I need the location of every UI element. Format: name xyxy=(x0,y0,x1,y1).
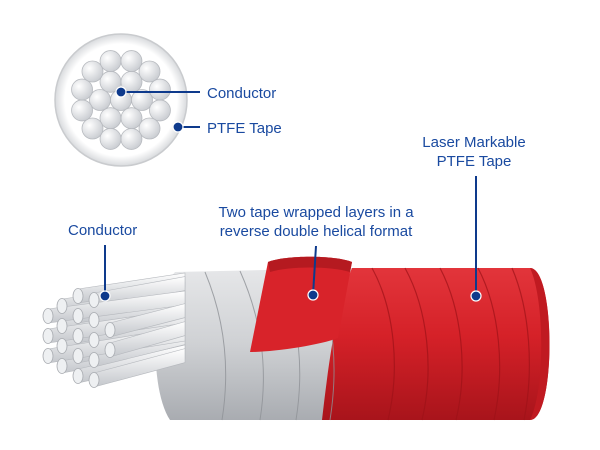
jacket-end-cap xyxy=(530,268,550,420)
red-tape-flap xyxy=(250,256,352,352)
conductor-wire-end xyxy=(56,298,68,314)
cross-section-strand xyxy=(99,50,122,72)
conductor-wire-end xyxy=(56,338,68,354)
leader-wrap xyxy=(312,245,317,296)
leader-dot-wrap xyxy=(307,289,319,301)
conductor-wire-end xyxy=(42,328,54,344)
cross-section-strand xyxy=(99,128,122,150)
cross-section-strand xyxy=(131,89,153,111)
cross-section-strand xyxy=(149,78,171,101)
conductor-wire-end xyxy=(104,342,116,358)
conductor-wire-end xyxy=(56,358,68,374)
conductor-wire-end xyxy=(72,328,84,344)
cross-section-strand xyxy=(89,89,111,111)
conductor-wire-end xyxy=(88,312,100,328)
cross-section-strand xyxy=(120,128,143,150)
conductor-wire-end xyxy=(104,322,116,338)
cable-conductor-label: Conductor xyxy=(68,222,137,239)
laser-label-line1: Laser Markable xyxy=(422,134,525,151)
cross-section-strand xyxy=(138,60,161,83)
wrap-label-line1: Two tape wrapped layers in a xyxy=(218,204,414,221)
conductor-wires xyxy=(42,272,186,388)
conductor-wire-end xyxy=(88,332,100,348)
conductor-wire-end xyxy=(88,292,100,308)
leader-dot-laser xyxy=(470,290,482,302)
cross-section-view xyxy=(54,33,188,167)
red-outer-jacket xyxy=(300,268,550,420)
red-tape-seams xyxy=(371,267,530,421)
cross-section-strand xyxy=(138,117,161,140)
conductor-wire-end xyxy=(72,368,84,384)
conductor-wire-end xyxy=(88,352,100,368)
conductor-wire-end xyxy=(72,348,84,364)
cs-tape-label: PTFE Tape xyxy=(207,120,282,137)
red-flap-edge xyxy=(268,256,352,272)
cross-section-strand xyxy=(71,78,93,101)
conductor-wire-end xyxy=(88,372,100,388)
conductor-wire-end xyxy=(72,308,84,324)
wrap-label-line2: reverse double helical format xyxy=(220,223,413,240)
leader-dot-cable-conductor xyxy=(99,290,111,302)
cross-section-strand xyxy=(81,60,104,83)
conductor-wire-end xyxy=(42,308,54,324)
cross-section-strand xyxy=(71,99,93,122)
conductor-wire-end xyxy=(72,288,84,304)
cross-section-strand xyxy=(149,99,171,122)
cross-section-strand xyxy=(81,117,104,140)
conductor-wire-end xyxy=(56,318,68,334)
cross-section-strand xyxy=(99,107,122,130)
conductor-wire-end xyxy=(42,348,54,364)
cable-illustration xyxy=(42,256,550,421)
cs-conductor-label: Conductor xyxy=(207,85,276,102)
leader-dot-cs-conductor xyxy=(115,86,127,98)
cross-section-strand xyxy=(120,107,143,130)
cross-section-strands xyxy=(71,50,171,150)
cross-section-strand xyxy=(120,50,143,72)
laser-label-line2: PTFE Tape xyxy=(437,153,512,170)
leader-dot-cs-tape xyxy=(172,121,184,133)
